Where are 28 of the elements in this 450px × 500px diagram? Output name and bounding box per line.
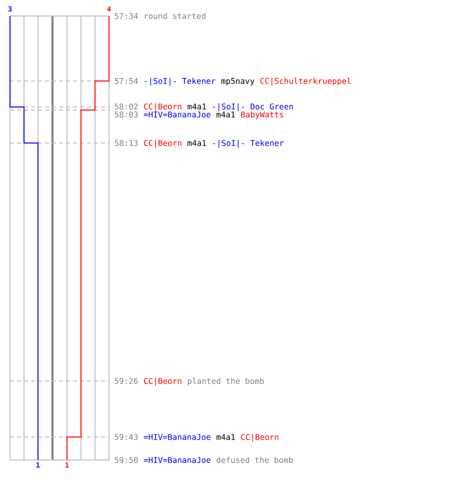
- time-label: 58:03: [114, 111, 138, 118]
- player-name: -|SoI|- Doc Green: [213, 103, 293, 112]
- player-name: CC|Beorn: [144, 103, 182, 112]
- player-name: =HIV=BananaJoe: [144, 457, 210, 464]
- time-label: 57:54: [114, 78, 138, 84]
- player-name: -|SoI|- Tekener: [213, 140, 284, 148]
- player-name: CC|Schulterkrueppel: [260, 78, 351, 86]
- time-label: 59:43: [114, 434, 138, 440]
- player-name: CC|Beorn: [241, 434, 278, 442]
- player-name: BabyWatts: [241, 111, 284, 120]
- event-text: planted the bomb: [188, 378, 264, 386]
- weapon-name: m4a1: [216, 112, 235, 118]
- time-label: 59:50: [114, 456, 138, 464]
- event-text: defused the bomb: [216, 456, 293, 464]
- player-name: -|SoI|- Tekener: [144, 78, 216, 86]
- weapon-name: m4a1: [188, 140, 206, 146]
- player-name: =HIV=BananaJoe: [144, 112, 210, 118]
- weapon-name: m4a1: [216, 434, 235, 440]
- time-label: 58:13: [114, 140, 138, 146]
- weapon-name: mp5navy: [221, 78, 254, 86]
- event-text: round started: [144, 12, 206, 20]
- player-name: =HIV=BananaJoe: [144, 434, 210, 440]
- weapon-name: m4a1: [188, 104, 206, 110]
- player-name: CC|Beorn: [144, 140, 182, 148]
- time-label: 59:26: [114, 378, 138, 384]
- player-name: CC|Beorn: [144, 378, 182, 386]
- time-label: 57:34: [114, 12, 138, 20]
- time-label: 58:02: [114, 103, 138, 110]
